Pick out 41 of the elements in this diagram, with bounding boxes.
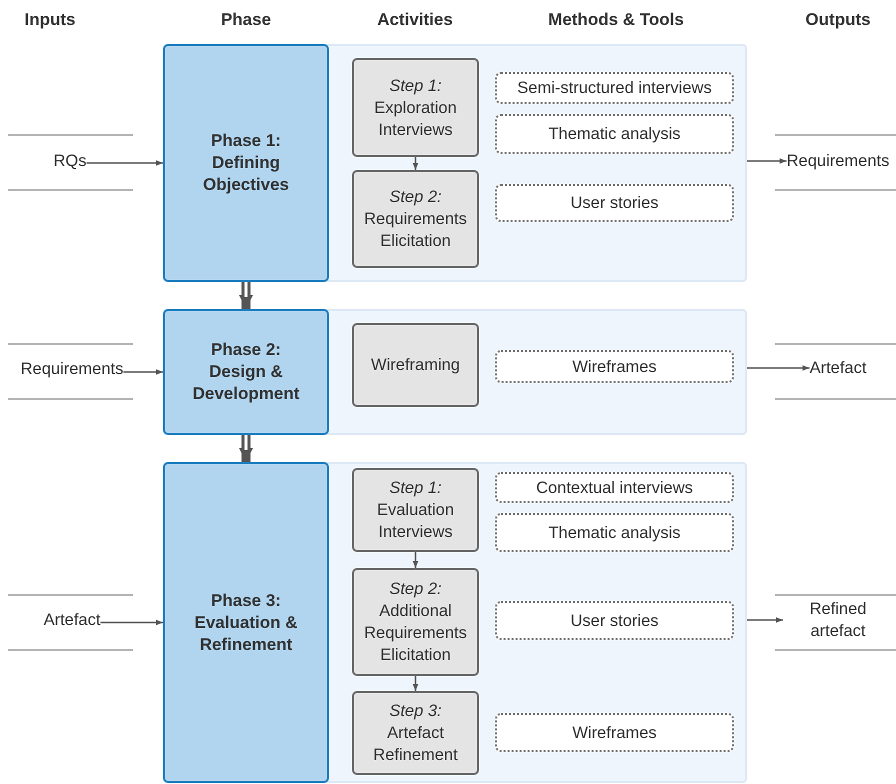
method-box: User stories [495,184,734,222]
column-header: Phase [220,10,272,30]
step-number: Step 3: [389,701,442,722]
flow-label: Requirements [20,358,124,380]
step-name: Additional Requirements Elicitation [363,601,468,666]
phase-box: Phase 2: Design & Development [163,309,329,435]
phase-band [163,462,747,783]
flow-label: Refined artefact [783,598,893,642]
phase-band [163,44,747,282]
column-header: Activities [377,10,453,30]
step-name: Exploration Interviews [373,98,458,140]
phase-band [163,309,747,435]
flow-label: Artefact [44,609,100,631]
flow-label: Artefact [810,357,866,379]
activity-box [352,568,479,676]
step-name: Evaluation Interviews [376,500,456,543]
step-number: Step 1: [389,76,442,96]
method-box: Wireframes [495,350,734,383]
method-box: User stories [495,601,734,640]
step-name: Artefact Refinement [372,723,459,766]
method-box: Thematic analysis [495,114,734,154]
phase-box: Phase 1: Defining Objectives [163,44,329,282]
activity-box [352,170,479,268]
activity-box [352,468,479,552]
phase-box: Phase 3: Evaluation & Refinement [163,462,329,783]
flow-label: Requirements [786,150,890,172]
method-box: Wireframes [495,713,734,752]
column-header: Outputs [805,10,871,30]
column-header: Methods & Tools [548,10,684,30]
column-header: Inputs [24,10,76,30]
activity-box: Wireframing [352,323,479,407]
activity-box [352,58,479,157]
method-box: Contextual interviews [495,472,734,503]
step-name: Requirements Elicitation [363,209,468,252]
method-box: Thematic analysis [495,513,734,552]
step-number: Step 1: [389,478,442,499]
flow-label: RQs [54,150,86,172]
step-number: Step 2: [389,187,442,208]
step-number: Step 2: [389,579,442,600]
method-box: Semi-structured interviews [495,72,734,104]
activity-box [352,691,479,775]
